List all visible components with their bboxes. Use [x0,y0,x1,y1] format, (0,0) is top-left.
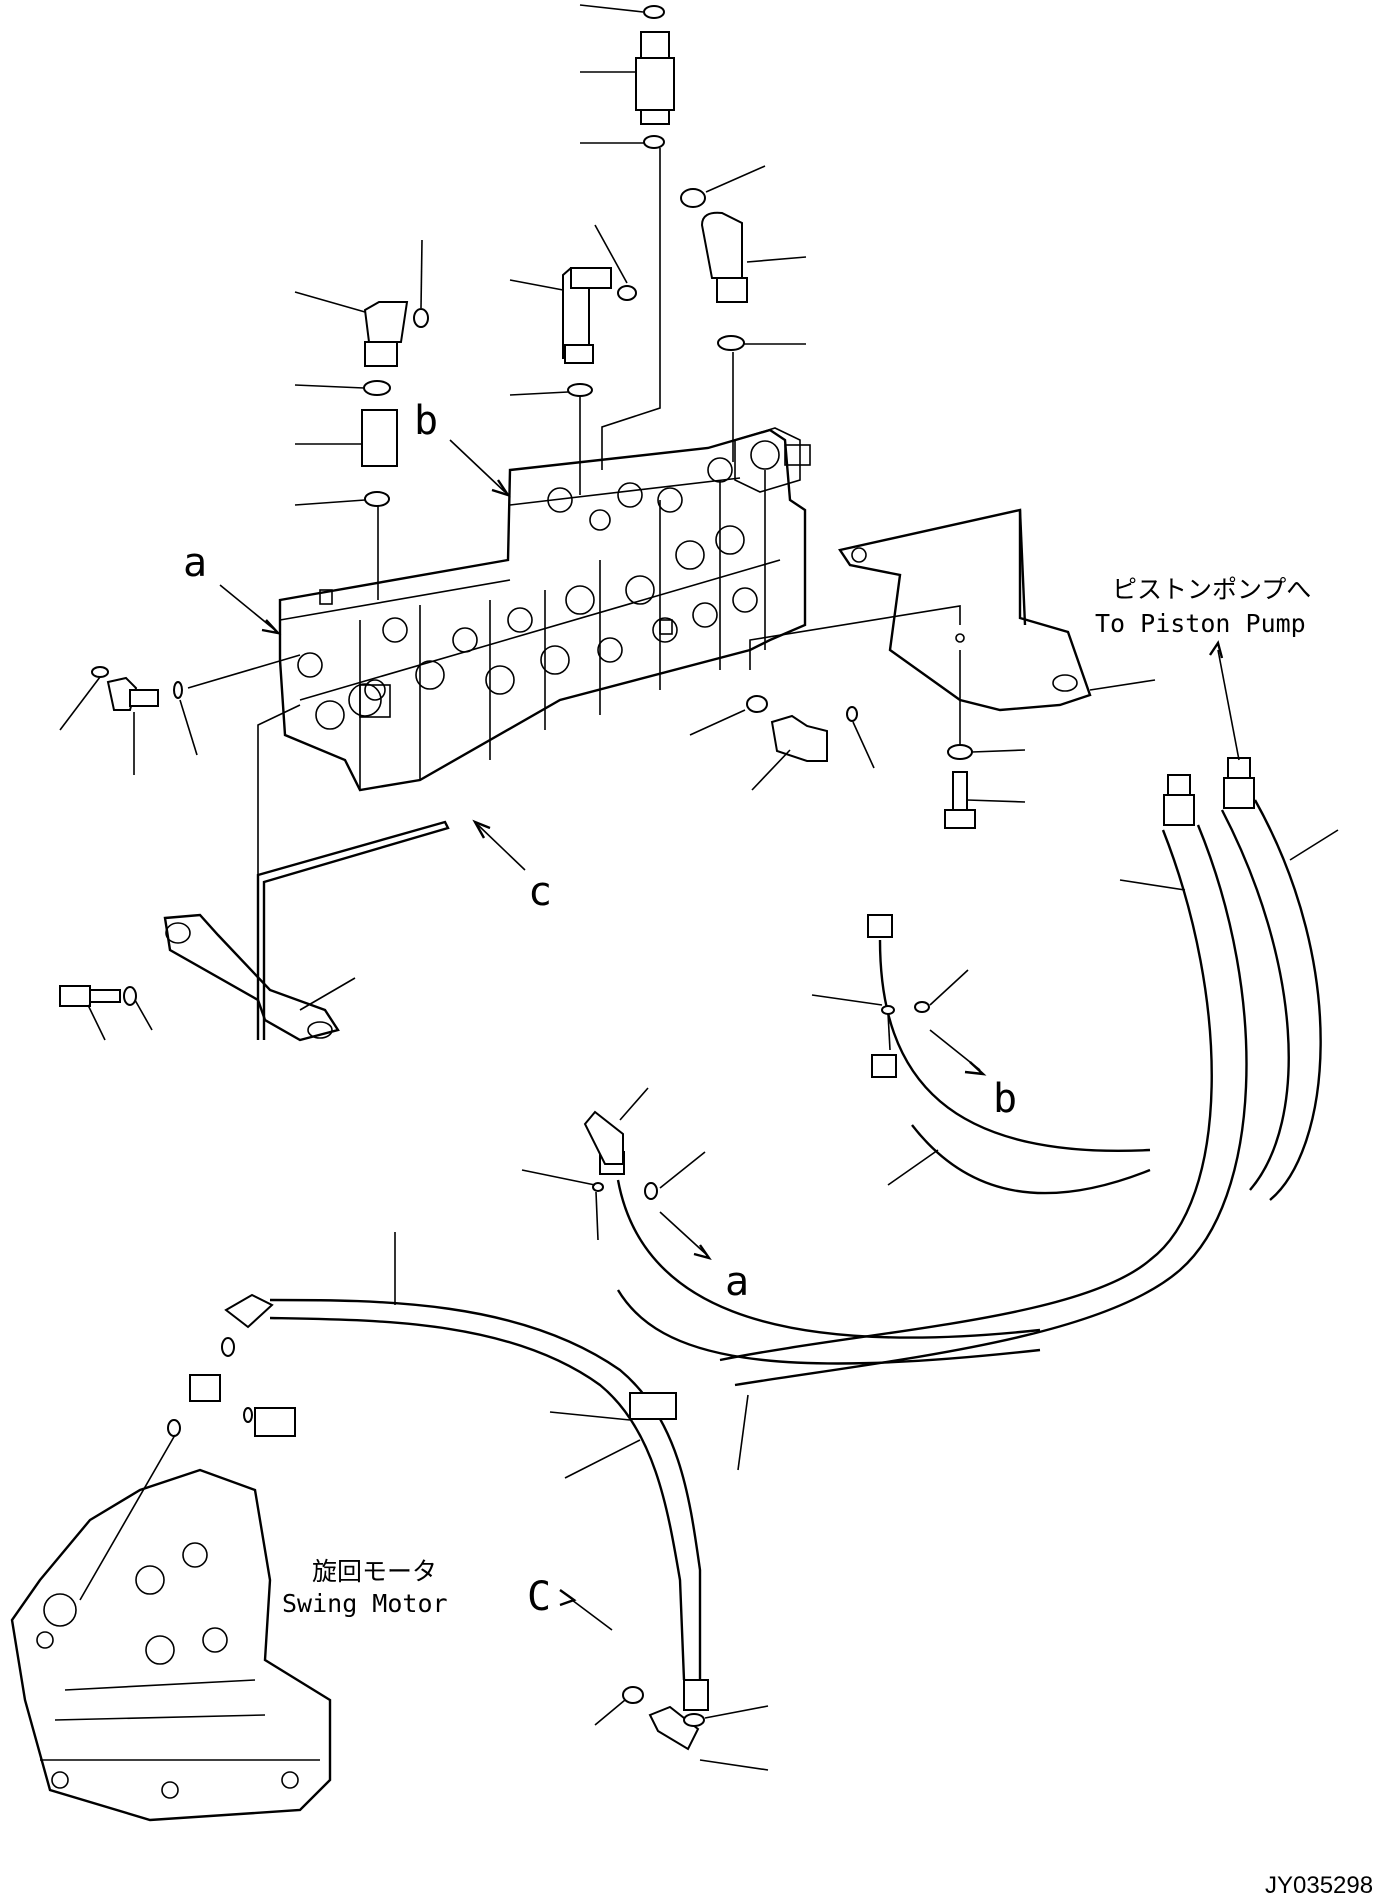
hose-b [599,914,1151,1471]
left-upper-fittings [294,239,429,600]
right-elbow-fitting [680,165,807,462]
note-piston-pump-jp: ピストンポンプへ [1112,575,1311,604]
control-valve-body [278,427,811,792]
swing-motor-hose [224,1232,769,1771]
label-a-bottom: a [725,1259,749,1305]
note-swing-motor-jp: 旋回モータ [312,1557,437,1586]
drawing-code: JY035298 [1265,1872,1373,1899]
pump-hoses [719,640,1339,1387]
note-piston-pump-en: To Piston Pump [1095,609,1306,638]
right-small-fitting [689,695,875,791]
hose-a [521,1087,712,1261]
label-C-bottom: C [527,1574,551,1620]
valve-to-left-bracket-line [257,704,301,935]
label-b-bottom: b [993,1076,1017,1122]
note-swing-motor-en: Swing Motor [282,1589,448,1618]
left-bracket [59,820,450,1042]
label-c: c [528,869,552,915]
center-l-fitting [509,224,637,495]
top-fitting-stack [579,4,675,470]
valve-left-connector [187,654,301,689]
section-arrows [219,439,526,871]
valve-to-right-bracket-line [749,605,961,670]
right-bracket [838,508,1156,829]
label-b-top: b [414,398,438,444]
label-a-left: a [183,540,207,586]
left-elbow-fitting [59,666,198,775]
swing-motor [10,1337,332,1822]
